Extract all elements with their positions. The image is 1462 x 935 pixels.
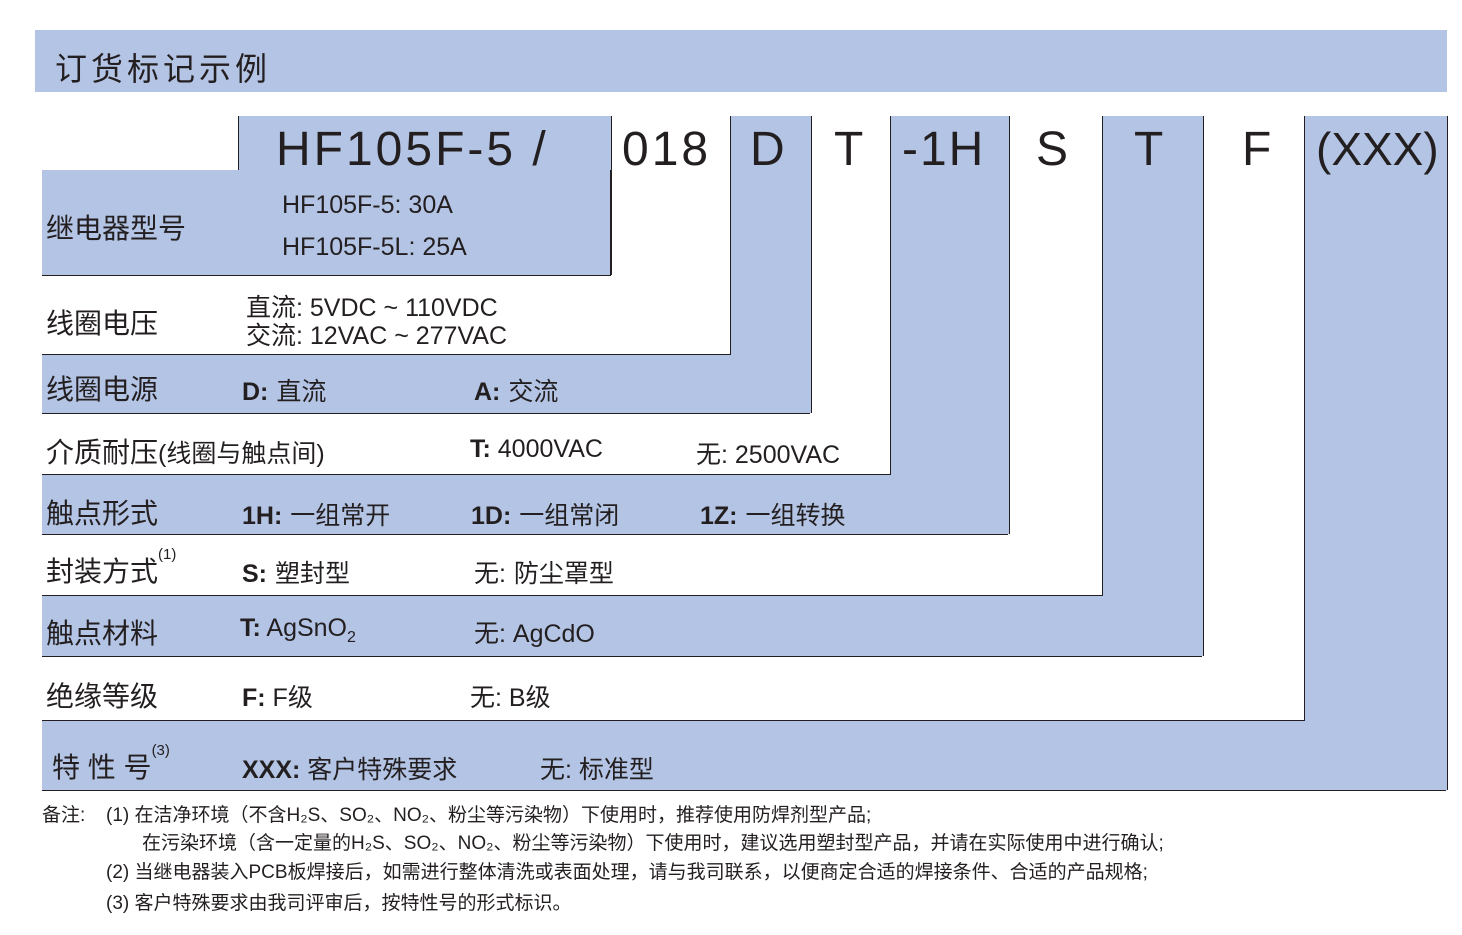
row-package-option-1-value: 塑封型 [267, 559, 350, 588]
code-dielectric: T [834, 123, 864, 176]
row-insulation-option-2-value: B级 [501, 684, 551, 712]
row-model [42, 170, 611, 276]
row-material-option-1-subscript: 2 [347, 629, 356, 646]
code-material: T [1134, 123, 1164, 176]
row-contact-form-option-3-key: 1Z: [700, 502, 738, 530]
row-source-option-2: A: 交流 [474, 372, 558, 408]
row-contact-form [42, 475, 1008, 535]
title-band [35, 30, 1447, 92]
code-contact-form: -1H [902, 123, 986, 176]
row-insulation-option-1: F: F级 [242, 678, 313, 714]
row-model-value-1: HF105F-5: 30A [282, 191, 453, 219]
row-model-label: 继电器型号 [46, 213, 187, 244]
row-package-label-main: 封装方式 [46, 556, 159, 587]
code-voltage: 018 [622, 123, 712, 176]
row-contact-form-option-3: 1Z: 一组转换 [700, 496, 845, 532]
row-contact-form-option-1-key: 1H: [242, 502, 283, 530]
code-source: D [750, 123, 785, 176]
row-contact-form-label: 触点形式 [46, 498, 159, 529]
row-insulation-option-1-key: F: [242, 684, 266, 712]
row-special-footnote-mark: (3) [151, 742, 170, 759]
row-dielectric [42, 414, 891, 475]
row-material-option-1-key: T: [240, 614, 261, 642]
code-model: HF105F-5 / [276, 123, 549, 176]
row-material [42, 596, 1202, 657]
row-material-option-1-value: AgSnO [260, 614, 347, 642]
row-material-option-2-key: 无: [474, 620, 506, 648]
row-contact-form-option-2: 1D: 一组常闭 [471, 496, 619, 532]
row-model-value-2: HF105F-5L: 25A [282, 233, 467, 261]
row-special-option-1-value: 客户特殊要求 [300, 756, 458, 784]
note-1-continued: 在污染环境（含一定量的H₂S、SO₂、NO₂、粉尘等污染物）下使用时，建议选用塑… [142, 833, 1164, 854]
code-col-contact-form [890, 116, 1010, 534]
row-source-option-1: D: 直流 [242, 372, 326, 408]
row-special-option-1-key: XXX: [242, 756, 301, 784]
row-contact-form-option-1-value: 一组常开 [282, 501, 391, 530]
code-baseline [42, 116, 238, 171]
row-package-option-2-key: 无: [474, 560, 506, 588]
row-special-label-main: 特 性 号 [52, 752, 152, 783]
code-special: (XXX) [1316, 123, 1439, 175]
row-insulation-option-1-value: F级 [265, 684, 313, 712]
row-voltage [42, 276, 731, 355]
row-dielectric-option-1: T: 4000VAC [470, 435, 603, 464]
row-material-option-2-value: AgCdO [505, 620, 595, 648]
row-voltage-value-1: 直流: 5VDC ~ 110VDC [246, 294, 498, 322]
row-special-option-2-key: 无: [540, 756, 572, 784]
row-special-label: 特 性 号(3) [52, 742, 170, 786]
row-material-option-1: T: AgSnO2 [240, 614, 356, 647]
row-package [42, 535, 1103, 596]
row-insulation-option-2-key: 无: [470, 684, 502, 712]
note-3: (3) 客户特殊要求由我司评审后，按特性号的形式标识。 [106, 893, 572, 914]
row-dielectric-option-2: 无: 2500VAC [696, 435, 840, 471]
row-source-label: 线圈电源 [46, 374, 159, 405]
page-title: 订货标记示例 [55, 51, 272, 87]
code-insulation: F [1242, 123, 1272, 176]
row-contact-form-option-3-value: 一组转换 [737, 501, 846, 530]
row-dielectric-option-1-value: 4000VAC [490, 435, 603, 463]
row-special-option-2-value: 标准型 [571, 756, 654, 784]
row-insulation [42, 657, 1305, 721]
row-material-option-2: 无: AgCdO [474, 614, 595, 650]
row-source-option-1-value: 直流 [268, 377, 327, 406]
row-insulation-label: 绝缘等级 [46, 681, 159, 712]
row-dielectric-label-suffix: (线圈与触点间) [158, 440, 325, 468]
row-package-option-2-value: 防尘罩型 [505, 559, 614, 588]
row-source-option-2-key: A: [474, 378, 501, 406]
row-special [42, 721, 1446, 791]
row-dielectric-option-1-key: T: [470, 435, 491, 463]
row-material-label: 触点材料 [46, 618, 159, 649]
row-package-option-2: 无: 防尘罩型 [474, 554, 614, 590]
code-col-special [1304, 116, 1448, 790]
row-dielectric-label: 介质耐压(线圈与触点间) [46, 431, 325, 471]
note-2: (2) 当继电器装入PCB板焊接后，如需进行整体清洗或表面处理，请与我司联系，以… [106, 862, 1148, 883]
row-dielectric-option-2-key: 无: [696, 441, 728, 469]
row-source-option-1-key: D: [242, 378, 269, 406]
row-contact-form-option-1: 1H: 一组常开 [242, 496, 390, 532]
notes-prefix: 备注: [42, 805, 86, 826]
row-special-option-2: 无: 标准型 [540, 750, 654, 786]
row-package-label: 封装方式(1) [46, 546, 176, 590]
row-package-option-1-key: S: [242, 560, 267, 588]
code-package: S [1036, 123, 1069, 176]
row-source [42, 355, 810, 414]
row-contact-form-option-2-key: 1D: [471, 502, 512, 530]
row-insulation-option-2: 无: B级 [470, 678, 551, 714]
row-package-footnote-mark: (1) [158, 546, 177, 563]
row-dielectric-option-2-value: 2500VAC [727, 441, 841, 469]
note-1: (1) 在洁净环境（不含H₂S、SO₂、NO₂、粉尘等污染物）下使用时，推荐使用… [106, 805, 872, 826]
row-special-option-1: XXX: 客户特殊要求 [242, 750, 457, 786]
code-col-material [1102, 116, 1204, 656]
row-dielectric-label-main: 介质耐压 [46, 437, 159, 468]
row-package-option-1: S: 塑封型 [242, 554, 350, 590]
row-voltage-label: 线圈电压 [46, 308, 159, 339]
row-source-option-2-value: 交流 [500, 377, 559, 406]
row-voltage-value-2: 交流: 12VAC ~ 277VAC [246, 322, 507, 350]
row-contact-form-option-2-value: 一组常闭 [511, 501, 620, 530]
